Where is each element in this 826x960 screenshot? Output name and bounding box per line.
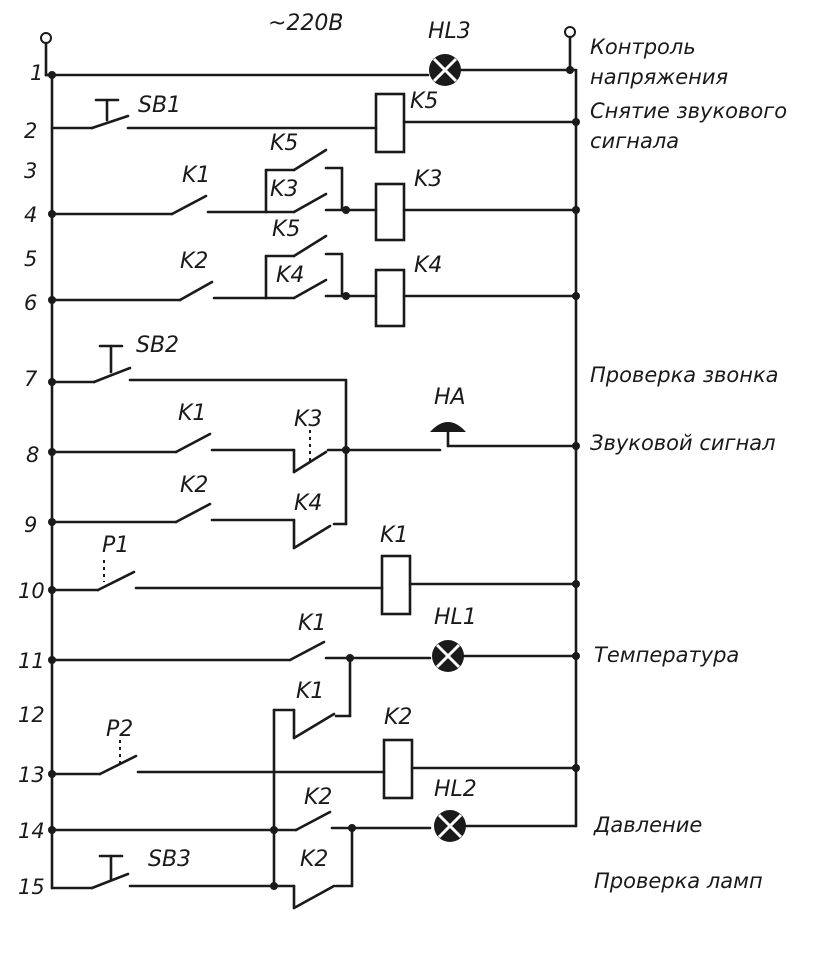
label-k4: K4 xyxy=(294,491,322,516)
label-k5-coil: K5 xyxy=(410,89,438,114)
label-k5: K5 xyxy=(270,131,298,156)
pushbutton-sb2-icon xyxy=(92,344,132,384)
label-k2: K2 xyxy=(180,473,208,498)
rung-number: 5 xyxy=(24,247,37,271)
lamp-hl2-icon xyxy=(434,810,466,842)
coil-k5 xyxy=(374,92,406,154)
rung-1: HL3 xyxy=(44,19,574,86)
label-k2-coil: K2 xyxy=(384,705,412,730)
rung-numbers: 1 2 3 4 5 6 7 8 9 10 11 12 13 14 15 xyxy=(18,61,45,899)
right-rail xyxy=(564,26,578,828)
rung-14-15: K2 HL2 SB3 K2 xyxy=(48,777,578,910)
coil-k3 xyxy=(374,182,406,242)
label-sb1: SB1 xyxy=(138,93,181,118)
desc-lamp-test: Проверка ламп xyxy=(594,869,763,893)
label-k3: K3 xyxy=(294,407,322,432)
left-rail xyxy=(40,32,54,890)
label-k2: K2 xyxy=(304,785,332,810)
desc-voltage-control: Контроль xyxy=(590,35,696,59)
rung-2: SB1 K5 xyxy=(50,89,580,154)
lamp-hl3-icon xyxy=(429,54,461,86)
desc-sound-signal: Звуковой сигнал xyxy=(590,431,776,455)
label-k4: K4 xyxy=(276,263,304,288)
rung-number: 3 xyxy=(24,159,37,183)
rung-13: P2 K2 xyxy=(48,705,580,800)
supply-voltage-label: ~220В xyxy=(268,11,344,36)
label-k2: K2 xyxy=(180,249,208,274)
label-k1: K1 xyxy=(298,611,326,636)
pushbutton-sb1-icon xyxy=(90,98,130,130)
desc-pressure: Давление xyxy=(593,813,702,837)
rung-7-9: SB2 K1 K3 HA K2 K4 xyxy=(48,333,580,550)
rung-3-4: K1 K5 K3 K3 xyxy=(48,131,580,242)
label-k3: K3 xyxy=(270,177,298,202)
rung-number: 12 xyxy=(18,703,45,727)
desc-temperature: Температура xyxy=(594,643,739,667)
label-k4-coil: K4 xyxy=(414,253,442,278)
rung-number: 14 xyxy=(18,819,45,843)
rung-number: 8 xyxy=(26,443,39,467)
label-k3-coil: K3 xyxy=(414,167,442,192)
rung-10: P1 K1 xyxy=(48,523,580,616)
rung-number: 10 xyxy=(18,579,45,603)
label-p1: P1 xyxy=(102,533,129,558)
rung-number: 4 xyxy=(24,203,37,227)
rung-number: 7 xyxy=(24,367,38,391)
rung-11-12: K1 HL1 K1 xyxy=(48,605,580,890)
label-hl3: HL3 xyxy=(428,19,471,44)
rung-number: 6 xyxy=(24,291,37,315)
label-hl2: HL2 xyxy=(434,777,477,802)
label-p2: P2 xyxy=(106,717,133,742)
label-k1-coil: K1 xyxy=(380,523,408,548)
desc-bell-test: Проверка звонка xyxy=(590,363,779,387)
label-k2-nc: K2 xyxy=(300,847,328,872)
descriptions: Контроль напряжения Снятие звукового сиг… xyxy=(590,35,787,893)
pushbutton-sb3-icon xyxy=(90,854,130,890)
rung-number: 11 xyxy=(18,649,45,673)
coil-k4 xyxy=(374,268,406,328)
label-k1: K1 xyxy=(182,163,210,188)
label-k1: K1 xyxy=(178,401,206,426)
coil-k2 xyxy=(382,738,414,800)
rung-number: 9 xyxy=(24,513,37,537)
desc-voltage-control: напряжения xyxy=(590,65,728,89)
coil-k1 xyxy=(380,554,412,616)
label-sb3: SB3 xyxy=(148,847,191,872)
rung-number: 13 xyxy=(18,763,45,787)
label-k5: K5 xyxy=(272,217,300,242)
rung-5-6: K2 K5 K4 K4 xyxy=(48,217,580,328)
rung-number: 1 xyxy=(30,61,43,85)
desc-sound-off: сигнала xyxy=(590,129,679,153)
label-hl1: HL1 xyxy=(434,605,477,630)
desc-sound-off: Снятие звукового xyxy=(590,99,787,123)
lamp-hl1-icon xyxy=(432,640,464,672)
rung-number: 2 xyxy=(24,119,37,143)
label-sb2: SB2 xyxy=(136,333,179,358)
rung-number: 15 xyxy=(18,875,45,899)
label-k1-nc: K1 xyxy=(296,679,324,704)
bell-ha-icon xyxy=(430,422,466,448)
label-ha: HA xyxy=(434,385,466,410)
